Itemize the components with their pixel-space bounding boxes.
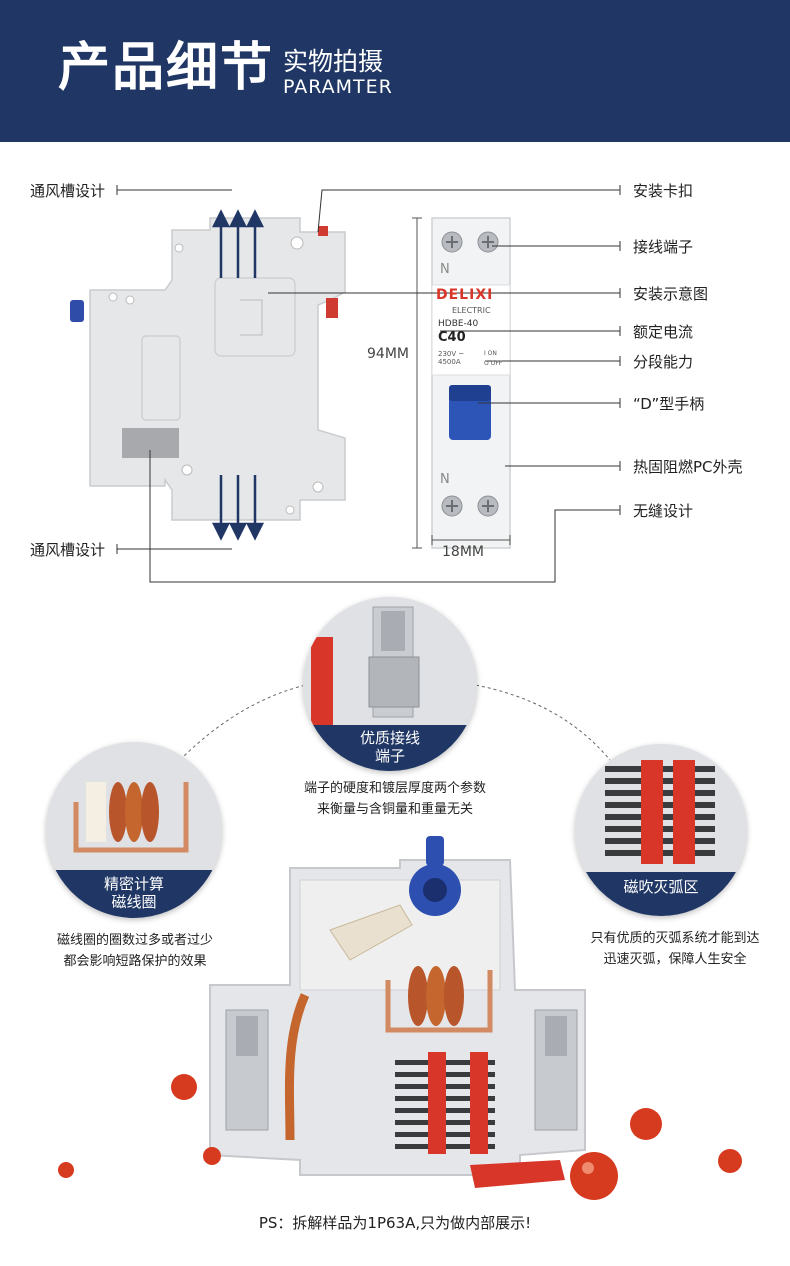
breaker-front-body [431,217,511,549]
neutral-mark-bottom: N [440,472,450,487]
callout-install-diagram: 安装示意图 [633,285,709,303]
breaking-capacity: 4500A [438,358,461,366]
detail-terminal-desc: 端子的硬度和镀层厚度两个参数 来衡量与含铜量和重量无关 [303,781,486,817]
vent-slot-label-top: 通风槽设计 [30,182,106,200]
page-subtitle-cn: 实物拍摄 [283,47,384,76]
callout-mount-clip: 安装卡扣 [633,182,694,200]
detail-arc-desc: 只有优质的灭弧系统才能到达 迅速灭弧，保障人生安全 [590,931,760,967]
height-dimension: 94MM [367,346,409,362]
callout-seamless: 无缝设计 [633,502,694,520]
footnote: PS：拆解样品为1P63A,只为做内部展示! [258,1214,532,1232]
width-dimension: 18MM [442,544,484,560]
detail-terminal-title-1: 优质接线 [359,729,420,747]
callout-rated-current: 额定电流 [633,323,694,341]
header-banner: 产品细节 实物拍摄 PARAMTER [0,0,790,142]
neutral-mark-top: N [440,262,450,277]
callout-terminal: 接线端子 [633,238,694,256]
detail-terminal-title-2: 端子 [374,747,405,765]
callout-pc-shell: 热固阻燃PC外壳 [633,458,743,476]
page-subtitle-en: PARAMTER [283,76,393,98]
detail-arc-circle: 磁吹灭弧区 [575,744,747,916]
detail-terminal-circle: 优质接线 端子 [303,597,477,771]
callout-d-handle: “D”型手柄 [633,395,705,413]
detail-coil-circle: 精密计算 磁线圈 [46,742,222,918]
brand-logo: DELIXI [436,287,494,303]
brand-sub: ELECTRIC [452,306,491,315]
page-title: 产品细节 [58,38,275,98]
voltage-rating: 230V ~ [438,350,465,358]
detail-arc-title: 磁吹灭弧区 [575,872,747,916]
on-mark: I ON [484,350,497,357]
callout-breaking-capacity: 分段能力 [633,353,694,371]
detail-coil-title-1: 精密计算 [103,875,164,893]
detail-coil-desc: 磁线圈的圈数过多或者过少 都会影响短路保护的效果 [56,933,213,969]
current-rating: C40 [438,330,466,345]
breaker-side-view [70,185,621,583]
vent-slot-label-bottom: 通风槽设计 [30,541,106,559]
side-clip-blue [70,300,84,322]
off-mark: O OFF [484,360,503,367]
model-number: HDBE-40 [438,319,479,329]
detail-coil-title-2: 磁线圈 [111,893,157,911]
